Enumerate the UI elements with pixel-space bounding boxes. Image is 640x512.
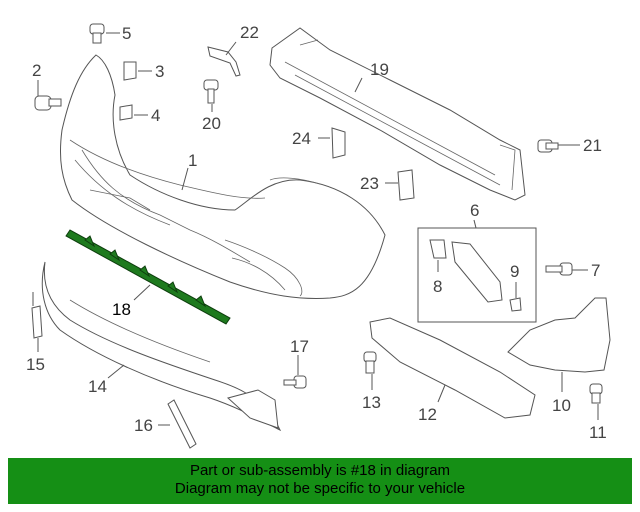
label-2: 2 [32, 61, 41, 80]
label-21: 21 [583, 136, 602, 155]
leader-lines [37, 32, 599, 426]
bolt-20-part [203, 79, 219, 104]
banner-line-2: Diagram may not be specific to your vehi… [174, 480, 466, 497]
bolt-7-part [545, 262, 573, 276]
label-1: 1 [188, 151, 197, 170]
bracket-24-part [331, 127, 346, 159]
clip-11-part [589, 383, 603, 404]
label-11: 11 [589, 423, 607, 442]
label-20: 20 [202, 114, 221, 133]
banner-line-1: Part or sub-assembly is #18 in diagram [189, 462, 451, 479]
bolt-21-part [537, 139, 559, 153]
label-15: 15 [26, 355, 45, 374]
lower-valance-14-insert [226, 389, 279, 429]
mudguard-10-part [507, 297, 611, 373]
label-16: 16 [134, 416, 153, 435]
label-19: 19 [370, 60, 389, 79]
label-14: 14 [88, 377, 107, 396]
clip-5-part [89, 23, 105, 44]
bumper-cover-part [59, 54, 386, 299]
label-10: 10 [552, 396, 571, 415]
bolt-17-part [283, 375, 307, 389]
clip-8-part [429, 239, 447, 259]
label-4: 4 [151, 106, 160, 125]
label-3: 3 [155, 62, 164, 81]
label-7: 7 [591, 261, 600, 280]
info-banner: Part or sub-assembly is #18 in diagram D… [8, 458, 632, 504]
label-13: 13 [362, 393, 381, 412]
label-17: 17 [290, 337, 309, 356]
label-9: 9 [510, 262, 519, 281]
label-23: 23 [360, 174, 379, 193]
highlighted-part-18-tabs [84, 235, 207, 308]
bracket-23-part [397, 169, 415, 201]
clip-13-part [363, 351, 377, 374]
highlighted-part-18[interactable] [65, 229, 231, 325]
label-5: 5 [122, 24, 131, 43]
reinforcement-beam-part [269, 27, 526, 201]
nut-3-part [123, 61, 137, 81]
skid-plate-12-part [369, 317, 536, 419]
bolt-2-part [34, 95, 62, 111]
parts-diagram: 5 2 3 4 1 22 20 19 24 23 21 6 8 9 7 10 1… [26, 23, 611, 449]
label-8: 8 [433, 277, 442, 296]
label-18: 18 [112, 300, 131, 319]
label-6: 6 [470, 201, 479, 220]
reflector-15-part [31, 305, 43, 339]
label-12: 12 [418, 405, 437, 424]
strip-16-part [167, 399, 197, 449]
label-24: 24 [292, 129, 311, 148]
label-22: 22 [240, 23, 259, 42]
nut-9-part [509, 297, 522, 312]
bracket-8-part [451, 241, 503, 303]
bracket-22-part [207, 46, 241, 77]
nut-4-part [119, 104, 133, 121]
